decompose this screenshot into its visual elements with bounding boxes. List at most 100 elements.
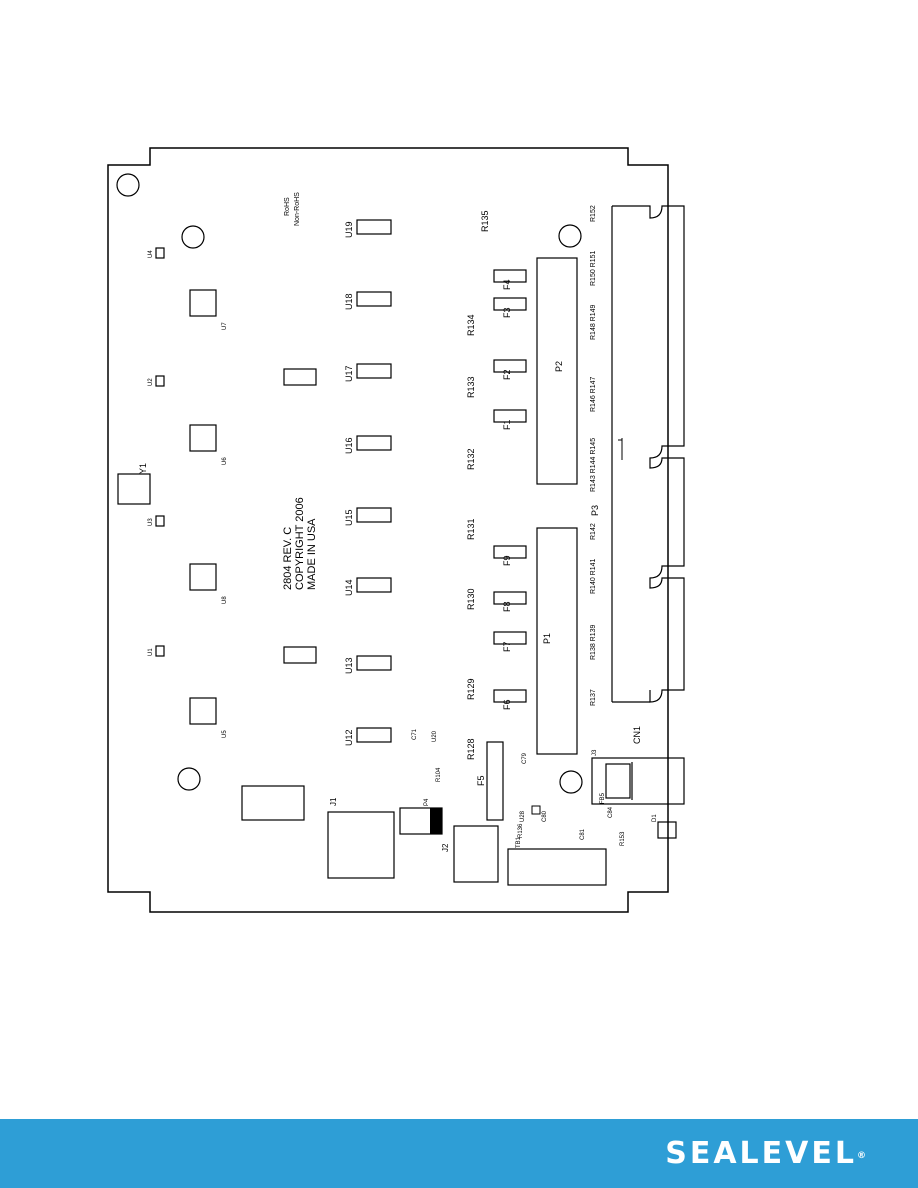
fuse-label: F2	[502, 369, 512, 380]
driver-pad	[155, 375, 165, 387]
mounting-hole	[558, 224, 582, 248]
svg-text:2804 REV. C: 2804 REV. C	[282, 527, 294, 590]
resistor-label: R128	[466, 738, 476, 760]
mounting-hole	[559, 770, 583, 794]
uart-label: U14	[344, 579, 354, 596]
header-p1	[536, 527, 578, 755]
registered-mark: ®	[857, 1151, 866, 1161]
driver-pad	[155, 645, 165, 657]
uart-chip	[356, 363, 392, 379]
uart-chip	[356, 577, 392, 593]
connector-label: CN1	[632, 726, 642, 744]
connector-label: D1	[652, 814, 658, 822]
led-d1	[657, 821, 677, 839]
footer-bar: SEALEVEL®	[0, 1119, 918, 1188]
driver-label: U2	[148, 378, 154, 386]
square-chip	[189, 289, 217, 317]
connector-label: J2	[441, 843, 450, 852]
fuse	[493, 297, 527, 311]
uart-label: U13	[344, 657, 354, 674]
fuse	[493, 409, 527, 423]
terminal-block-tb1	[507, 848, 607, 886]
component-label: R153	[620, 831, 626, 846]
pinout-label: R142	[590, 523, 597, 540]
pad-u28	[531, 805, 541, 815]
square-chip	[189, 563, 217, 591]
crystal-label: Y1	[138, 463, 148, 474]
sealevel-logo: SEALEVEL®	[665, 1137, 866, 1171]
uart-label: U16	[344, 437, 354, 454]
svg-text:MADE IN USA: MADE IN USA	[306, 518, 318, 590]
fuse-label: F7	[502, 641, 512, 652]
fuse-f5	[486, 741, 504, 821]
fuse-label: F1	[502, 419, 512, 430]
header-p2	[536, 257, 578, 485]
fuse	[493, 545, 527, 559]
pinout-label: R150 R151	[590, 250, 597, 286]
mounting-hole	[181, 225, 205, 249]
pinout-label: R138 R139	[590, 624, 597, 660]
uart-label: U19	[344, 221, 354, 238]
pinout-label: R148 R149	[590, 304, 597, 340]
svg-text:RoHS: RoHS	[284, 197, 291, 216]
pinout-label: R146 R147	[590, 376, 597, 412]
pinout-label-group: R137 R138 R139 R140 R141 R142 R143 R144 R145…	[542, 205, 600, 706]
driver-label: U4	[148, 250, 154, 258]
pinout-label: R143 R144 R145	[590, 438, 597, 492]
component-label: R104	[436, 767, 442, 782]
connector-label: TB1	[516, 836, 522, 848]
uart-chip	[356, 655, 392, 671]
mounting-hole	[116, 173, 140, 197]
component-label: FB5	[600, 792, 606, 804]
connector-j2	[453, 825, 499, 883]
fuse	[493, 269, 527, 283]
uart-chip	[356, 219, 392, 235]
resistor-label: R129	[466, 678, 476, 700]
chip-u9	[241, 785, 305, 821]
square-chip-label: U5	[222, 730, 228, 738]
component-label: R136	[518, 823, 524, 838]
driver-pad	[155, 515, 165, 527]
square-chip-label: U6	[222, 457, 228, 465]
crystal-y1	[117, 473, 151, 505]
fuse	[493, 689, 527, 703]
fuse	[493, 359, 527, 373]
uart-label: U12	[344, 729, 354, 746]
resistor-label: R135	[480, 210, 490, 232]
uart-chip	[356, 507, 392, 523]
revision-note: 2804 REV. C COPYRIGHT 2006 MADE IN USA	[282, 497, 318, 590]
fuse	[493, 631, 527, 645]
uart-chip	[356, 727, 392, 743]
component-label: C79	[522, 752, 528, 764]
resistor-label: R132	[466, 448, 476, 470]
pinout-label: R137	[590, 689, 597, 706]
svg-text:COPYRIGHT 2006: COPYRIGHT 2006	[294, 497, 306, 590]
square-chip-label: U7	[222, 322, 228, 330]
driver-label: U3	[148, 518, 154, 526]
resistor-label: R131	[466, 518, 476, 540]
connector-j1	[327, 811, 395, 879]
connector-label: J3	[592, 749, 598, 756]
header-label: P3	[590, 505, 600, 516]
mounting-hole	[177, 767, 201, 791]
svg-text:Non-RoHS: Non-RoHS	[294, 192, 301, 226]
resistor-label: R133	[466, 376, 476, 398]
fuse-label: F5	[476, 775, 486, 786]
edge-connector-outline	[612, 205, 685, 703]
driver-pad	[155, 247, 165, 259]
board-outline	[107, 147, 669, 913]
square-chip-label: U8	[222, 596, 228, 604]
pinout-label: R140 R141	[590, 558, 597, 594]
resistor-label: R134	[466, 314, 476, 336]
fuse-label: F4	[502, 279, 512, 290]
connector-label: J1	[329, 797, 338, 806]
component-label: U28	[520, 810, 526, 822]
connector-label: P4	[424, 798, 430, 806]
